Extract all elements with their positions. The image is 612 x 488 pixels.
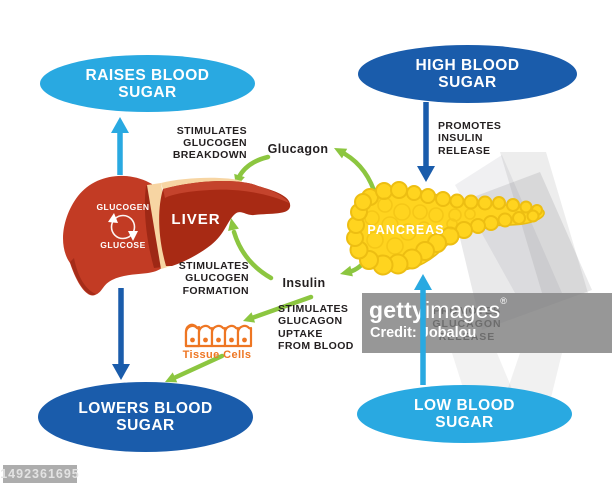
bubble-raises-blood-sugar: RAISES BLOOD SUGAR	[40, 55, 255, 112]
bubble-low-blood-sugar: LOW BLOOD SUGAR	[357, 385, 572, 443]
insulin-label: Insulin	[282, 276, 326, 290]
watermark-asset-id: 1492361695	[0, 465, 80, 483]
registered-mark: ®	[500, 296, 508, 306]
liver-label: LIVER	[171, 211, 221, 228]
bubble-raises-label: RAISES BLOOD SUGAR	[85, 66, 210, 101]
bubble-high-label: HIGH BLOOD SUGAR	[415, 57, 520, 91]
pancreas-label: PANCREAS	[367, 223, 445, 237]
bubble-high-blood-sugar: HIGH BLOOD SUGAR	[358, 45, 577, 103]
arrow-tissue-cells-to-lowers	[165, 353, 225, 383]
watermark-brand-light: images	[424, 297, 501, 323]
watermark-stamp-shape	[452, 152, 592, 418]
liver-illustration	[63, 175, 291, 296]
process-insulin-release: PROMOTES INSULIN RELEASE	[438, 120, 502, 157]
tissue-cells-label: Tissue Cells	[182, 349, 252, 361]
watermark-brand-bold: getty	[369, 297, 425, 323]
watermark-credit: Credit: Jobalou	[370, 325, 477, 341]
process-glycogen-breakdown: STIMULATES GLUCOGEN BREAKDOWN	[172, 125, 247, 161]
bubble-lowers-label: LOWERS BLOOD SUGAR	[78, 400, 213, 434]
glucagon-label: Glucagon	[267, 142, 329, 156]
watermark-brand: gettyimages®	[369, 296, 507, 324]
process-glycogen-formation: STIMULATES GLUCOGEN FORMATION	[178, 260, 249, 297]
bubble-lowers-blood-sugar: LOWERS BLOOD SUGAR	[38, 382, 253, 452]
bubble-low-label: LOW BLOOD SUGAR	[414, 397, 515, 431]
watermark-bar	[362, 293, 612, 353]
arrow-high-to-pancreas	[417, 102, 435, 182]
glycogen-glucose-cycle-icon	[108, 213, 138, 241]
arrow-insulin-to-tissue-cells	[243, 294, 314, 323]
arrow-insulin-to-liver	[228, 218, 274, 281]
arrow-liver-to-lowers	[112, 288, 130, 380]
tissue-cells-icon	[184, 323, 253, 348]
arrow-liver-to-raises	[111, 117, 129, 175]
liver-glycogen-label: GLUCOGEN	[96, 202, 150, 212]
pancreas-illustration	[346, 181, 545, 276]
liver-glucose-label: GLUCOSE	[100, 240, 146, 250]
process-glucagon-uptake: STIMULATES GLUCAGON UPTAKE FROM BLOOD	[278, 303, 354, 352]
